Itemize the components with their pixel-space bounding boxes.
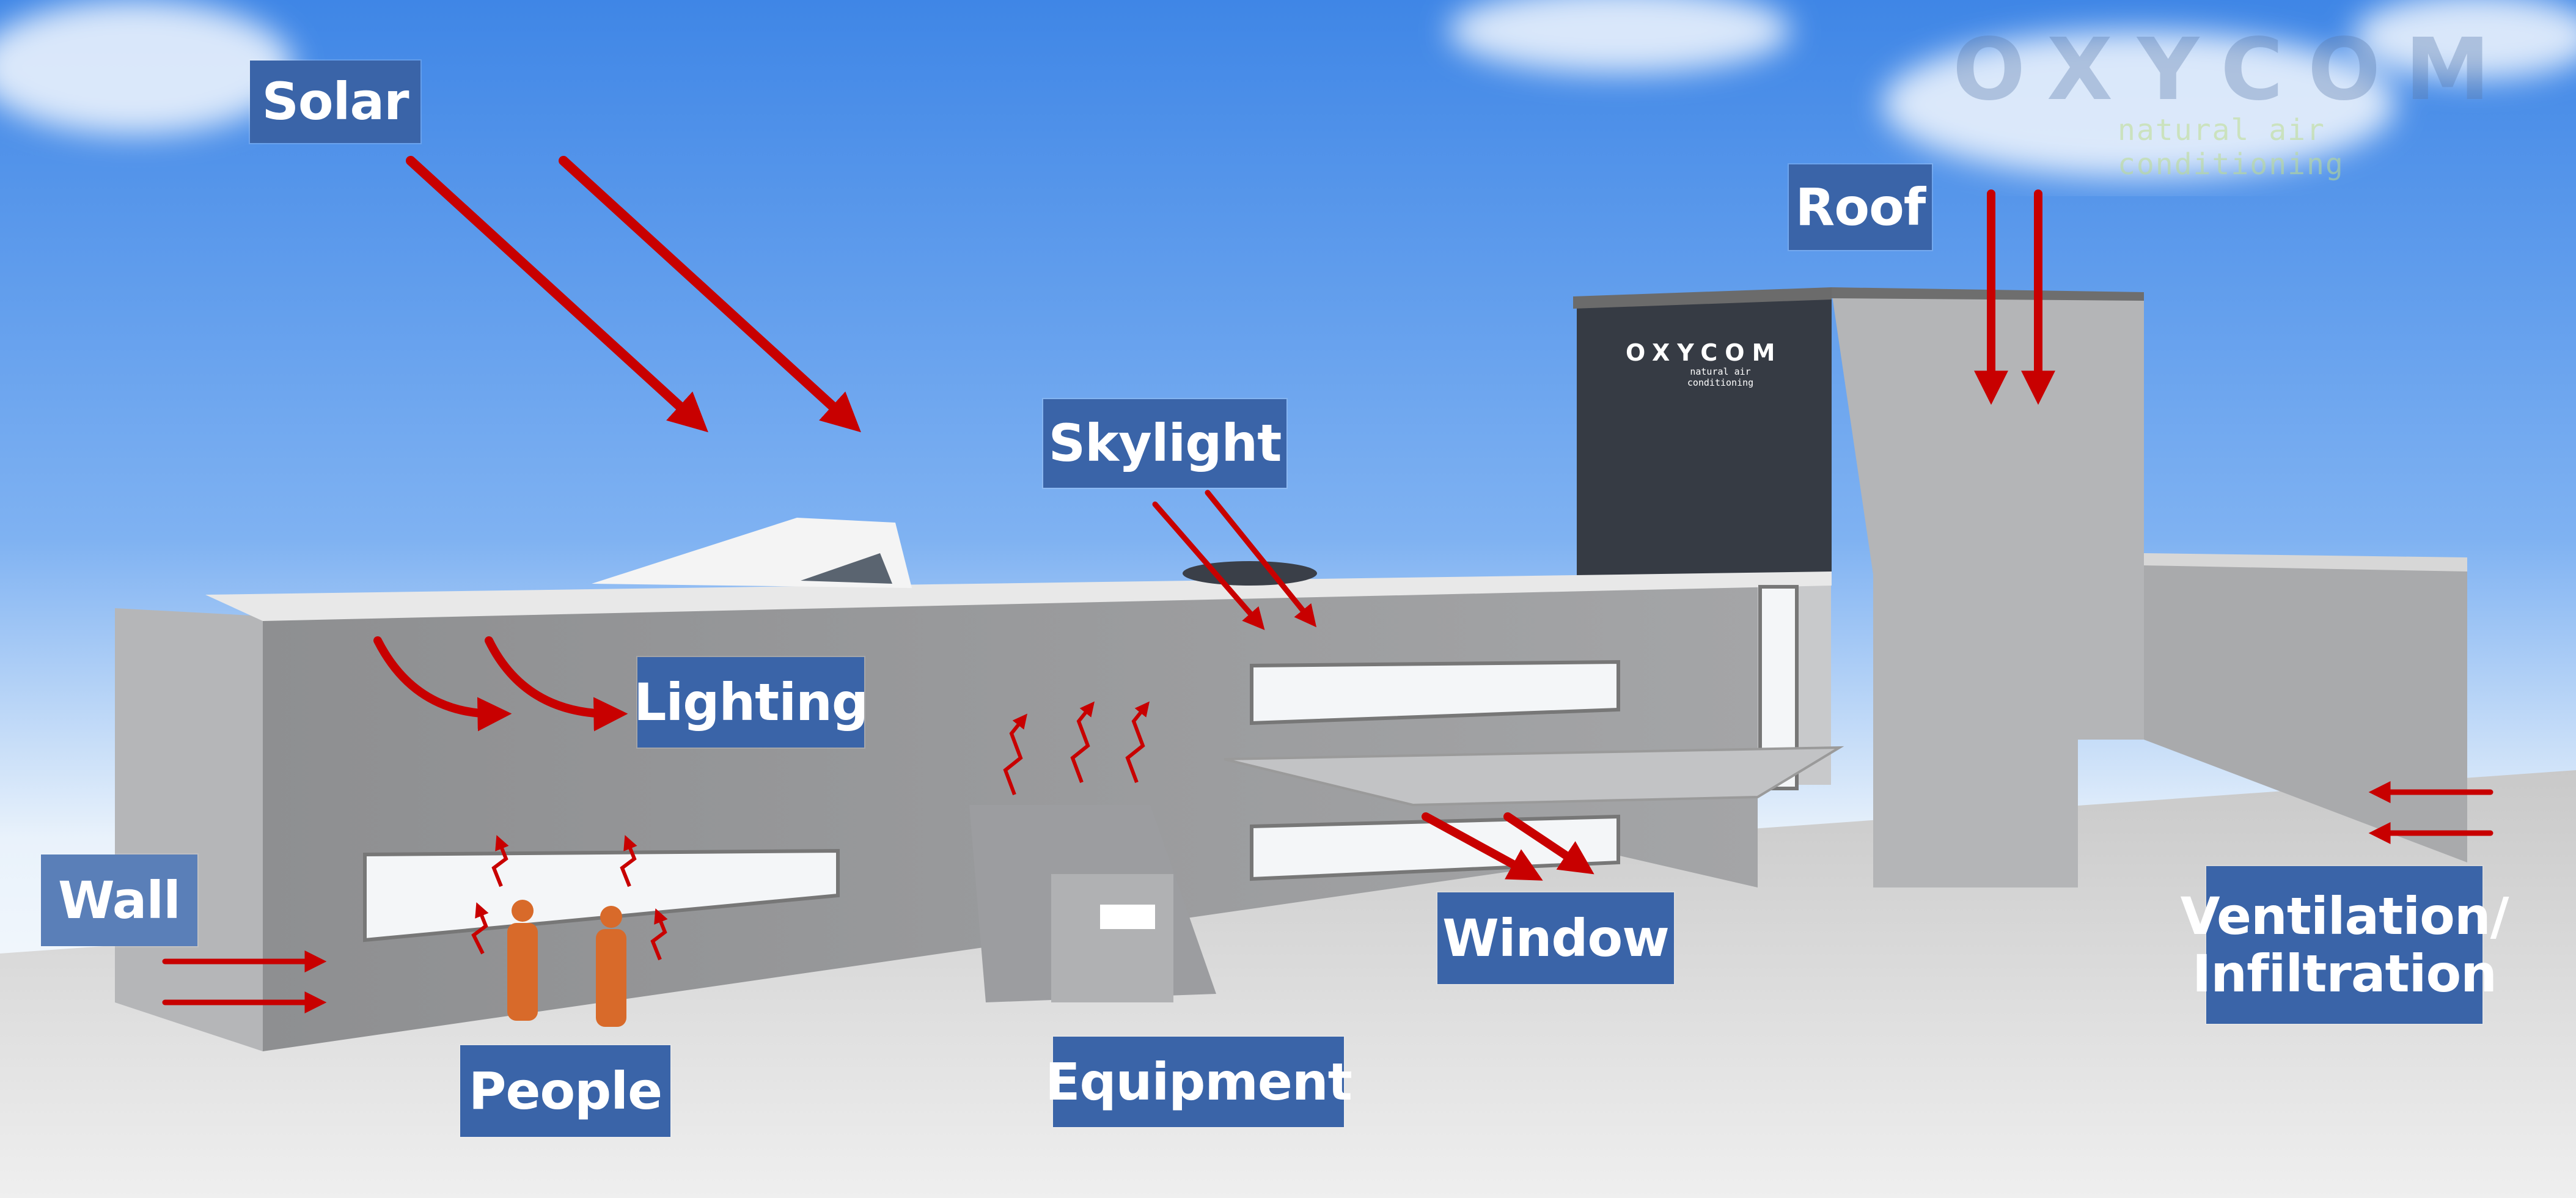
heat-squiggles bbox=[471, 701, 1150, 961]
heat-arrows bbox=[162, 156, 2493, 1013]
roof-slab bbox=[205, 571, 1832, 621]
label-ventilation-infiltration: Ventilation/ Infiltration bbox=[2181, 866, 2509, 1024]
solar-arrow bbox=[559, 156, 861, 433]
solar-arrow bbox=[406, 156, 708, 433]
roof-unit bbox=[1183, 561, 1317, 586]
skylight-arrow bbox=[1205, 490, 1317, 628]
window-arrow bbox=[1503, 812, 1594, 875]
people-figures bbox=[507, 900, 626, 1027]
clouds bbox=[0, 0, 2576, 177]
label-window: Window bbox=[1437, 892, 1674, 984]
label-roof: Roof bbox=[1789, 164, 1932, 250]
tower-sign-brand: OXYCOM bbox=[1626, 339, 1783, 366]
label-people: People bbox=[460, 1045, 670, 1137]
label-solar: Solar bbox=[250, 61, 420, 143]
window-canopy bbox=[1224, 746, 1844, 807]
left-wall bbox=[115, 608, 263, 1051]
label-wall: Wall bbox=[41, 854, 197, 946]
skylight-arrow bbox=[1152, 501, 1265, 630]
lighting-arrow bbox=[485, 636, 628, 732]
window-upper bbox=[1250, 660, 1620, 726]
lighting-arrow bbox=[373, 636, 512, 732]
label-skylight: Skylight bbox=[1043, 399, 1286, 488]
tower-dark-panel bbox=[1577, 292, 1832, 578]
tower-wall bbox=[1832, 292, 2144, 887]
label-lighting: Lighting bbox=[634, 657, 868, 748]
window-arrow bbox=[1422, 812, 1543, 881]
label-equipment: Equipment bbox=[1045, 1037, 1352, 1127]
tower-sign: OXYCOM natural air conditioning bbox=[1626, 339, 1778, 388]
tower-sign-tagline: natural air conditioning bbox=[1687, 366, 1754, 388]
